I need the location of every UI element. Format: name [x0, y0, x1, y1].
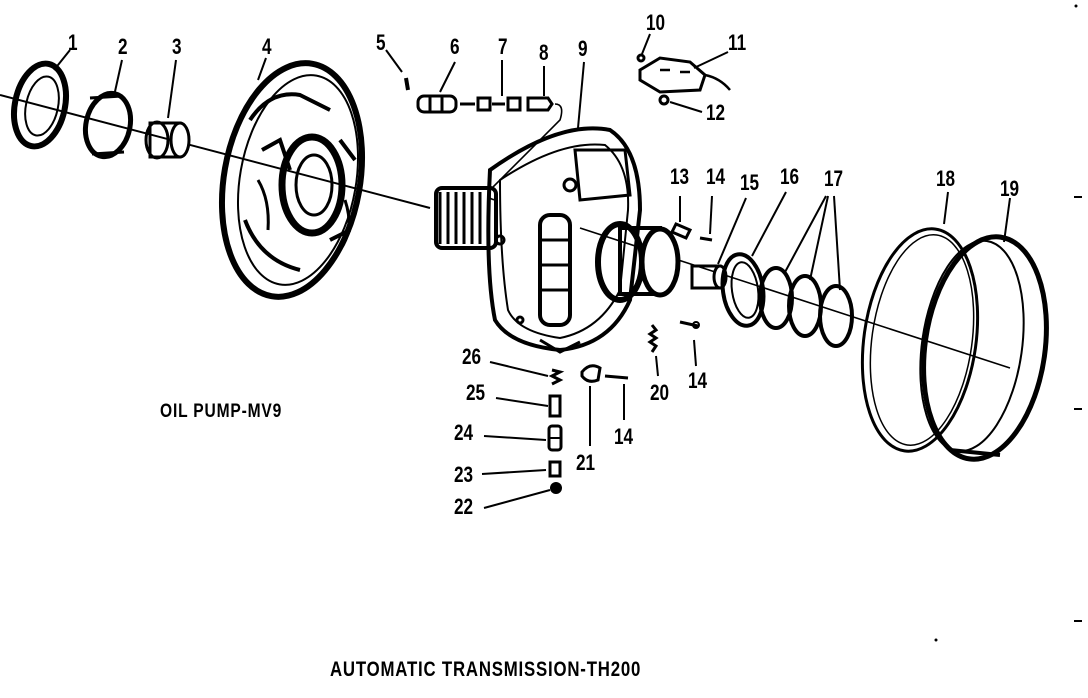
callout-14-top: 14	[706, 164, 726, 189]
callout-13: 13	[670, 164, 690, 189]
part-13-bolt	[669, 222, 693, 240]
callout-25: 25	[466, 380, 486, 405]
part-19-band	[919, 234, 1049, 462]
callout-3: 3	[172, 34, 182, 59]
part-12-screw	[658, 94, 670, 106]
part-23-ring	[548, 460, 562, 478]
callout-14-right: 14	[688, 368, 708, 393]
part-21-clip	[580, 364, 602, 383]
part-20-spring	[647, 324, 659, 353]
part-7-spring-valve	[460, 96, 522, 112]
part-14-pin-lower	[604, 374, 629, 380]
callout-6: 6	[450, 34, 460, 59]
part-17-seal-rings	[758, 266, 854, 348]
callout-15: 15	[740, 170, 760, 195]
callout-10: 10	[646, 10, 666, 35]
callout-14-bottom: 14	[614, 424, 634, 449]
callout-7: 7	[498, 34, 508, 59]
diagram-label: OIL PUMP-MV9	[160, 401, 283, 422]
part-11-switch-bracket	[638, 56, 731, 94]
callout-16: 16	[780, 164, 800, 189]
part-14-bolt-upper	[699, 236, 713, 242]
callout-22: 22	[454, 494, 474, 519]
part-24-valve	[547, 424, 563, 452]
callout-26: 26	[462, 344, 482, 369]
callout-1: 1	[68, 30, 78, 55]
scan-specks	[934, 4, 1082, 642]
part-10-dowel	[636, 53, 646, 63]
part-22-ball	[550, 482, 562, 494]
callout-5: 5	[376, 30, 386, 55]
callout-23: 23	[454, 462, 474, 487]
part-3-sleeve	[144, 120, 191, 160]
callout-8: 8	[539, 40, 549, 65]
part-1-seal	[11, 60, 69, 150]
part-2-bushing	[82, 90, 134, 160]
page-title: AUTOMATIC TRANSMISSION-TH200	[330, 658, 642, 681]
part-9-pump-body	[434, 126, 643, 354]
callout-18: 18	[936, 166, 956, 191]
part-25-valve	[548, 394, 562, 418]
callout-17: 17	[824, 166, 844, 191]
leader-lines	[53, 33, 1011, 509]
callout-12: 12	[706, 100, 726, 125]
callout-9: 9	[578, 36, 588, 61]
part-4-pump-cover	[218, 60, 366, 300]
part-26-spring	[548, 368, 565, 386]
callout-20: 20	[650, 380, 670, 405]
callout-21: 21	[576, 450, 596, 475]
callout-19: 19	[1000, 176, 1020, 201]
part-6-valve	[416, 94, 458, 114]
callout-11: 11	[728, 30, 747, 55]
callout-4: 4	[262, 34, 272, 59]
callout-2: 2	[118, 34, 128, 59]
callout-24: 24	[454, 420, 474, 445]
part-5-pin	[404, 77, 410, 91]
part-14-bolt-right	[679, 320, 700, 329]
pump-hub	[595, 221, 681, 303]
part-18-o-ring	[860, 227, 980, 453]
